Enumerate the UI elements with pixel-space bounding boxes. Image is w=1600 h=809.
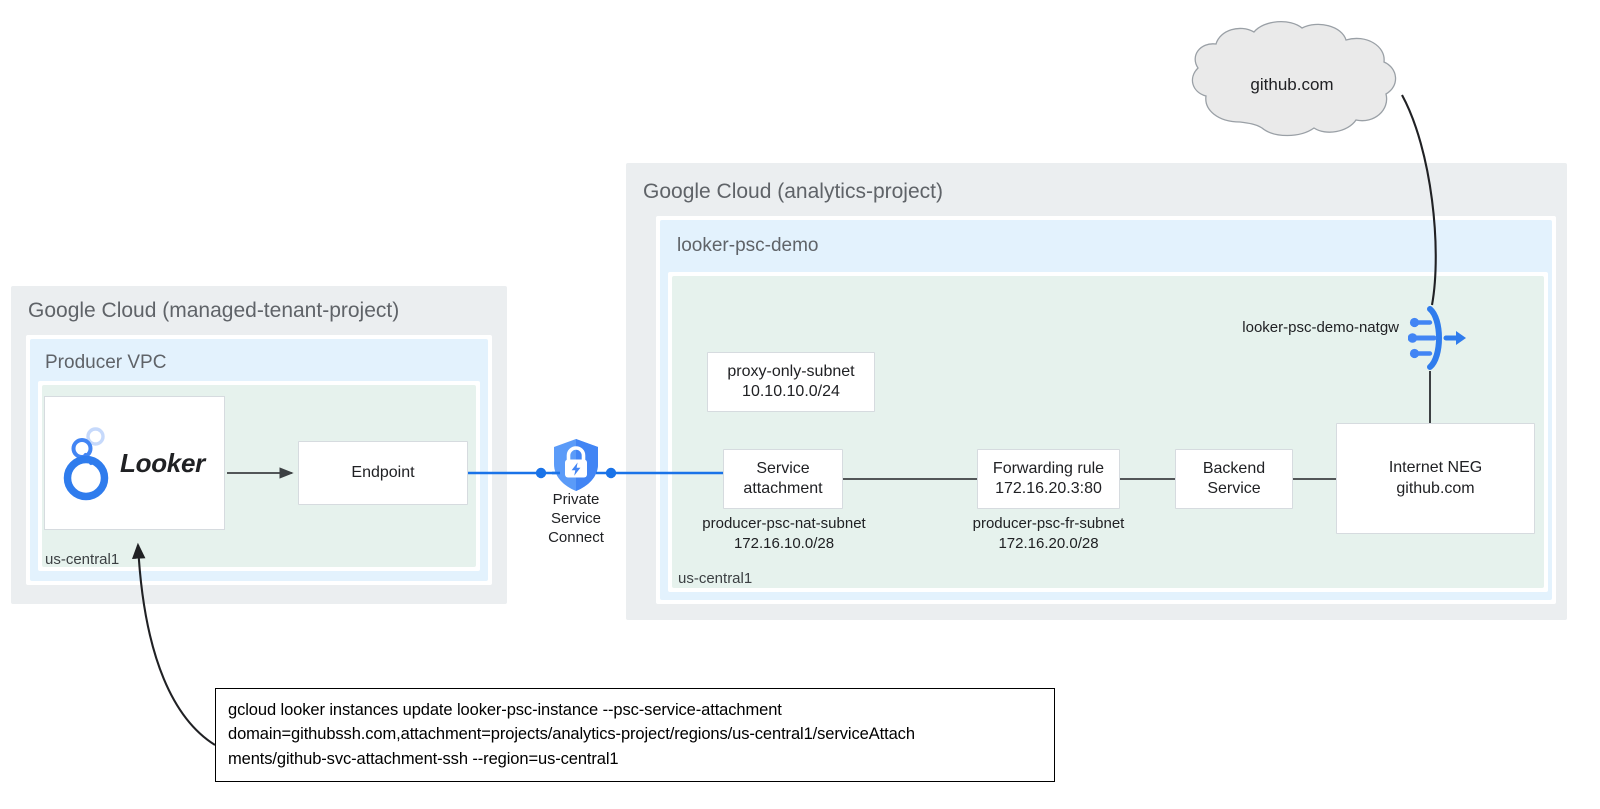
service-attachment-line1: Service <box>756 459 810 477</box>
internet-neg-line2: github.com <box>1396 479 1475 497</box>
forwarding-rule-box[interactable]: Forwarding rule 172.16.20.3:80 <box>977 449 1120 509</box>
endpoint-box[interactable]: Endpoint <box>298 441 468 505</box>
nat-subnet-cidr: 172.16.10.0/28 <box>733 534 835 552</box>
producer-psc-fr-subnet-caption: producer-psc-fr-subnet 172.16.20.0/28 <box>961 514 1136 553</box>
forwarding-rule-line2: 172.16.20.3:80 <box>995 480 1102 497</box>
looker-logo-icon <box>63 427 109 501</box>
cloud-icon <box>1191 21 1397 137</box>
looker-psc-demo-title: looker-psc-demo <box>677 235 819 256</box>
private-service-connect-label: Private Service Connect <box>520 490 632 548</box>
natgw-label: looker-psc-demo-natgw <box>1242 319 1399 336</box>
forwarding-rule-line1: Forwarding rule <box>992 459 1105 477</box>
psc-right-dot <box>605 467 617 479</box>
fr-subnet-cidr: 172.16.20.0/28 <box>998 534 1099 552</box>
backend-service-line2: Service <box>1207 480 1261 497</box>
producer-psc-nat-subnet-caption: producer-psc-nat-subnet 172.16.10.0/28 <box>693 514 875 553</box>
service-attachment-box[interactable]: Service attachment <box>723 449 843 509</box>
left-region-label: us-central1 <box>45 551 120 568</box>
zone-analytics-project-title: Google Cloud (analytics-project) <box>643 180 943 203</box>
cloud-nat-gateway-icon[interactable] <box>1407 305 1470 371</box>
producer-vpc-title: Producer VPC <box>45 352 167 373</box>
backend-service-line1: Backend <box>1202 459 1266 477</box>
private-service-connect-badge[interactable] <box>551 437 601 493</box>
zone-managed-tenant-project-title: Google Cloud (managed-tenant-project) <box>28 299 400 322</box>
right-region-label: us-central1 <box>678 570 753 587</box>
psc-left-dot <box>535 467 547 479</box>
psc-shield-lock-icon <box>554 439 598 491</box>
proxy-only-subnet-box[interactable]: proxy-only-subnet 10.10.10.0/24 <box>707 352 875 412</box>
service-attachment-line2: attachment <box>743 480 823 497</box>
backend-service-box[interactable]: Backend Service <box>1175 449 1293 509</box>
nat-gateway-glyph <box>1407 306 1466 370</box>
looker-instance-box[interactable]: Looker <box>44 396 225 530</box>
gcloud-command-callout: gcloud looker instances update looker-ps… <box>215 688 1055 782</box>
endpoint-label: Endpoint <box>351 463 415 481</box>
psc-label-line1: Private <box>552 491 600 508</box>
psc-label-line2: Service <box>550 510 602 528</box>
github-cloud-label: github.com <box>1250 75 1334 94</box>
looker-wordmark: Looker <box>120 447 205 478</box>
psc-label-line3: Connect <box>548 529 604 547</box>
github-cloud-shape <box>1178 18 1406 140</box>
internet-neg-box[interactable]: Internet NEG github.com <box>1336 423 1535 534</box>
fr-subnet-name: producer-psc-fr-subnet <box>972 515 1125 532</box>
nat-subnet-name: producer-psc-nat-subnet <box>702 515 866 532</box>
proxy-only-subnet-name: proxy-only-subnet <box>727 362 855 380</box>
internet-neg-line1: Internet NEG <box>1388 459 1483 477</box>
proxy-only-subnet-cidr: 10.10.10.0/24 <box>742 383 840 400</box>
